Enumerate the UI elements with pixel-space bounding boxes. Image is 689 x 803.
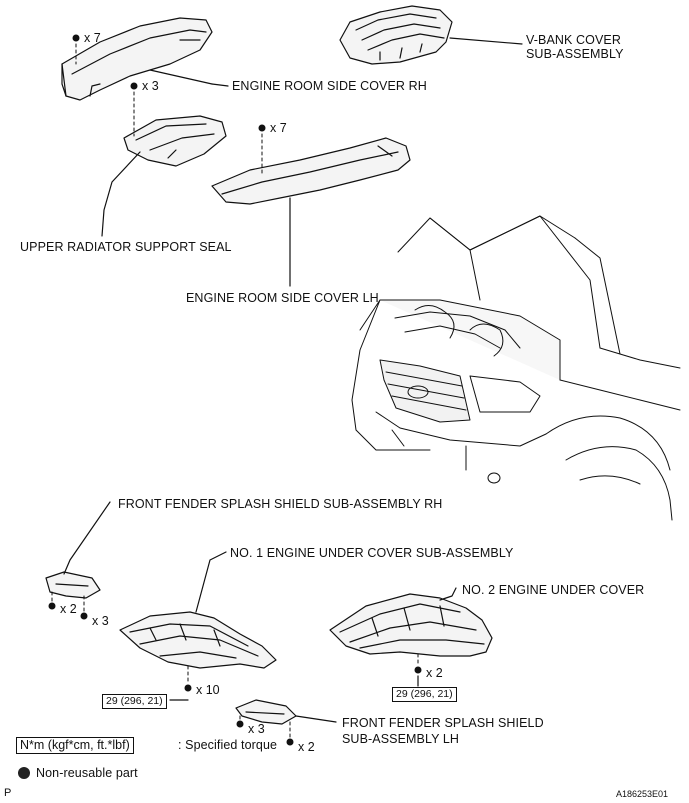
v-bank-cover-drawing <box>339 5 523 65</box>
qty-seal-clips: x 3 <box>142 79 159 93</box>
label-no1-engine-under-cover: NO. 1 ENGINE UNDER COVER SUB-ASSEMBLY <box>230 546 514 560</box>
label-no2-engine-under-cover: NO. 2 ENGINE UNDER COVER <box>462 583 645 597</box>
label-engine-room-side-cover-lh: ENGINE ROOM SIDE COVER LH <box>186 291 379 305</box>
qty-no1-bolts: x 10 <box>196 683 220 697</box>
upper-radiator-support-seal-drawing <box>101 115 227 237</box>
qty-fender-rh-clips-b: x 3 <box>92 614 109 628</box>
qty-no2-bolts: x 2 <box>426 666 443 680</box>
label-front-fender-splash-shield-lh: FRONT FENDER SPLASH SHIELD <box>342 716 544 730</box>
label-v-bank-cover: V-BANK COVER <box>526 33 621 47</box>
legend-non-reusable-text: Non-reusable part <box>36 766 138 780</box>
label-upper-radiator-support-seal: UPPER RADIATOR SUPPORT SEAL <box>20 240 232 254</box>
figure-id: A186253E01 <box>616 789 669 799</box>
no1-engine-under-cover-drawing <box>119 551 277 669</box>
qty-fender-lh-clips-b: x 2 <box>298 740 315 754</box>
non-reusable-part-icon <box>18 767 30 779</box>
label-v-bank-cover-sub: SUB-ASSEMBLY <box>526 47 624 61</box>
front-fender-splash-shield-lh-drawing <box>235 699 337 725</box>
no2-engine-under-cover-drawing <box>329 587 493 657</box>
qty-rh-cover-clips: x 7 <box>84 31 101 45</box>
engine-room-side-cover-rh-drawing <box>61 17 229 101</box>
qty-fender-lh-clips-a: x 3 <box>248 722 265 736</box>
legend-torque-text: : Specified torque <box>178 738 278 752</box>
front-fender-splash-shield-rh-drawing <box>45 501 111 599</box>
engine-room-side-cover-lh-drawing <box>211 137 411 287</box>
label-engine-room-side-cover-rh: ENGINE ROOM SIDE COVER RH <box>232 79 427 93</box>
vehicle-drawing <box>351 215 681 521</box>
qty-fender-rh-clips-a: x 2 <box>60 602 77 616</box>
torque-spec-no2: 29 (296, 21) <box>392 687 457 702</box>
qty-lh-cover-clips: x 7 <box>270 121 287 135</box>
legend-torque-units: N*m (kgf*cm, ft.*lbf) <box>16 737 134 754</box>
torque-spec-no1: 29 (296, 21) <box>102 694 167 709</box>
label-front-fender-splash-shield-lh-sub: SUB-ASSEMBLY LH <box>342 732 460 746</box>
footer-mark: P <box>4 787 12 799</box>
label-front-fender-splash-shield-rh: FRONT FENDER SPLASH SHIELD SUB-ASSEMBLY … <box>118 497 443 511</box>
